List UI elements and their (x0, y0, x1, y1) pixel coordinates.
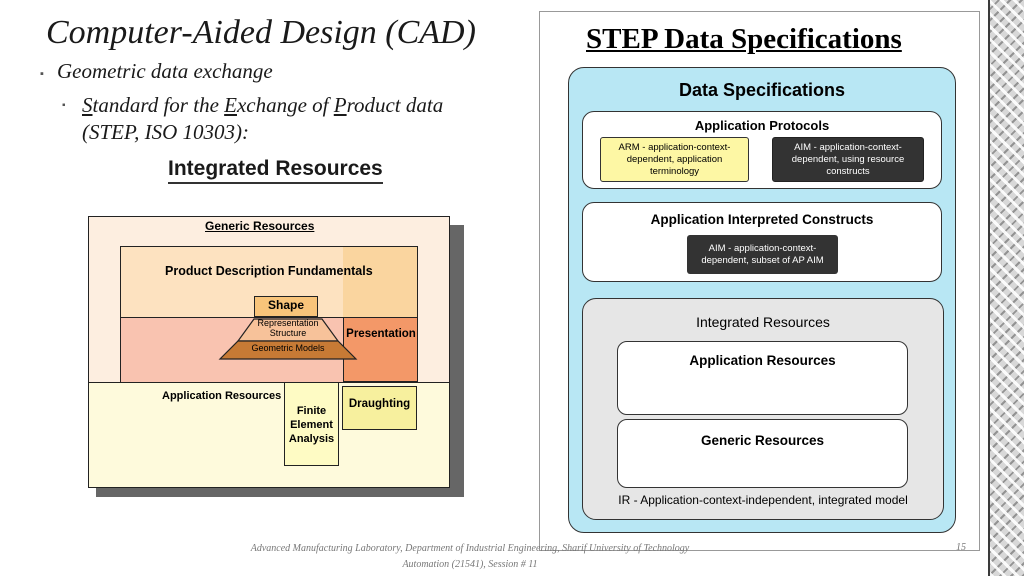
edge-divider (988, 0, 990, 576)
initial-s: S (82, 93, 93, 117)
application-resources-label: Application Resources (162, 390, 282, 402)
shape-label: Shape (267, 298, 304, 312)
arm-box: ARM - application-context-dependent, app… (600, 137, 749, 182)
application-protocols-label: Application Protocols (694, 118, 830, 133)
footer-course: Automation (21541), Session # 11 (402, 559, 538, 570)
application-interpreted-constructs-label: Application Interpreted Constructs (650, 212, 874, 227)
presentation-box (343, 318, 418, 382)
draughting-box (342, 386, 417, 430)
shape-box (254, 296, 318, 317)
aim-subset-box: AIM - application-context-dependent, sub… (687, 235, 838, 274)
finite-element-analysis-box (284, 382, 339, 466)
draughting-label: Draughting (348, 398, 411, 410)
presentation-label: Presentation (346, 328, 416, 340)
representation-structure-label: Representation Structure (257, 318, 319, 338)
product-description-fundamentals-label: Product Description Fundamentals (165, 264, 373, 278)
step-title: STEP Data Specifications (586, 23, 902, 55)
integrated-resources-title: Integrated Resources (168, 157, 383, 184)
application-resources-panel (617, 341, 908, 415)
bullet-marker-icon: ▪ (40, 68, 44, 80)
finite-element-analysis-label: Finite Element Analysis (288, 405, 335, 445)
geometric-models-label: Geometric Models (251, 343, 325, 353)
slide-title: Computer-Aided Design (CAD) (46, 14, 476, 51)
text-roduct: roduct data (346, 93, 444, 117)
bullet-geometric-data-exchange: Geometric data exchange (57, 59, 273, 83)
product-description-shade (343, 247, 417, 317)
sub-bullet-marker-icon: ▪ (62, 100, 66, 111)
generic-resources-label: Generic Resources (205, 219, 315, 233)
text-xchange: xchange of (236, 93, 334, 117)
footer-affiliation: Advanced Manufacturing Laboratory, Depar… (250, 543, 690, 554)
generic-resources-panel-label: Generic Resources (700, 433, 825, 448)
representation-trapezoid (218, 318, 358, 360)
generic-resources-panel (617, 419, 908, 488)
bullet-step-definition: Standard for the Exchange of Product dat… (82, 92, 502, 146)
integrated-resources-label: Integrated Resources (696, 314, 830, 330)
text-tandard: tandard for the (92, 93, 225, 117)
data-specifications-label: Data Specifications (678, 80, 846, 100)
ir-description: IR - Application-context-independent, in… (618, 493, 908, 507)
initial-p: P (333, 93, 347, 117)
decorative-pattern-strip (990, 0, 1024, 576)
initial-e: E (224, 93, 237, 117)
aim-box: AIM - application-context-dependent, usi… (772, 137, 924, 182)
page-number: 15 (956, 542, 966, 553)
application-resources-panel-label: Application Resources (689, 353, 836, 368)
text-step-iso: (STEP, ISO 10303): (82, 120, 250, 144)
